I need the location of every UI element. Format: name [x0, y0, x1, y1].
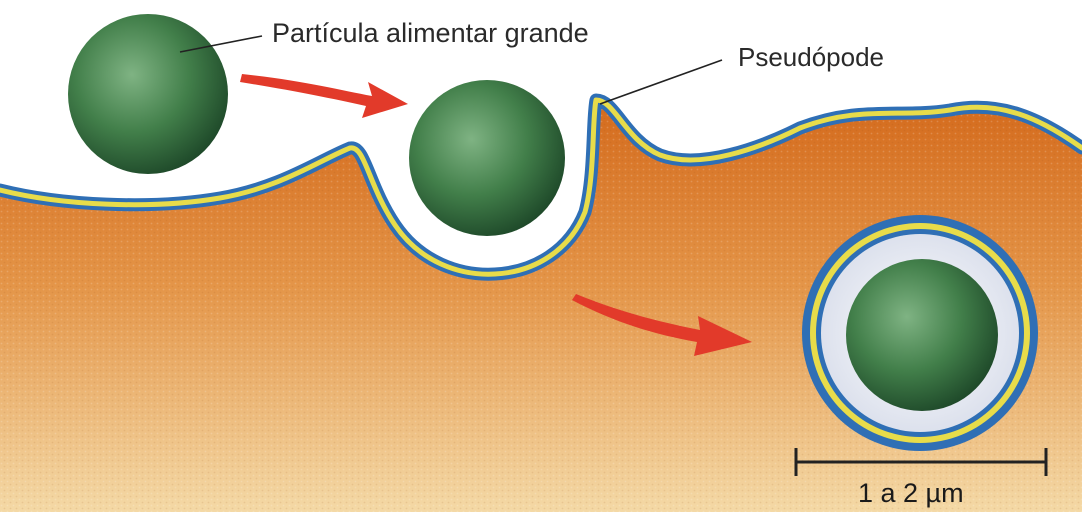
food-particle-free	[68, 14, 228, 174]
label-food-particle: Partícula alimentar grande	[272, 18, 589, 49]
leader-line-pseudopod	[600, 60, 722, 104]
arrow-icon	[240, 74, 408, 118]
food-particle-engulfing	[409, 80, 565, 236]
label-pseudopod: Pseudópode	[738, 42, 884, 73]
food-particle-internalized	[846, 259, 998, 411]
phagosome	[802, 215, 1038, 451]
scale-bar-label: 1 a 2 µm	[858, 478, 964, 509]
